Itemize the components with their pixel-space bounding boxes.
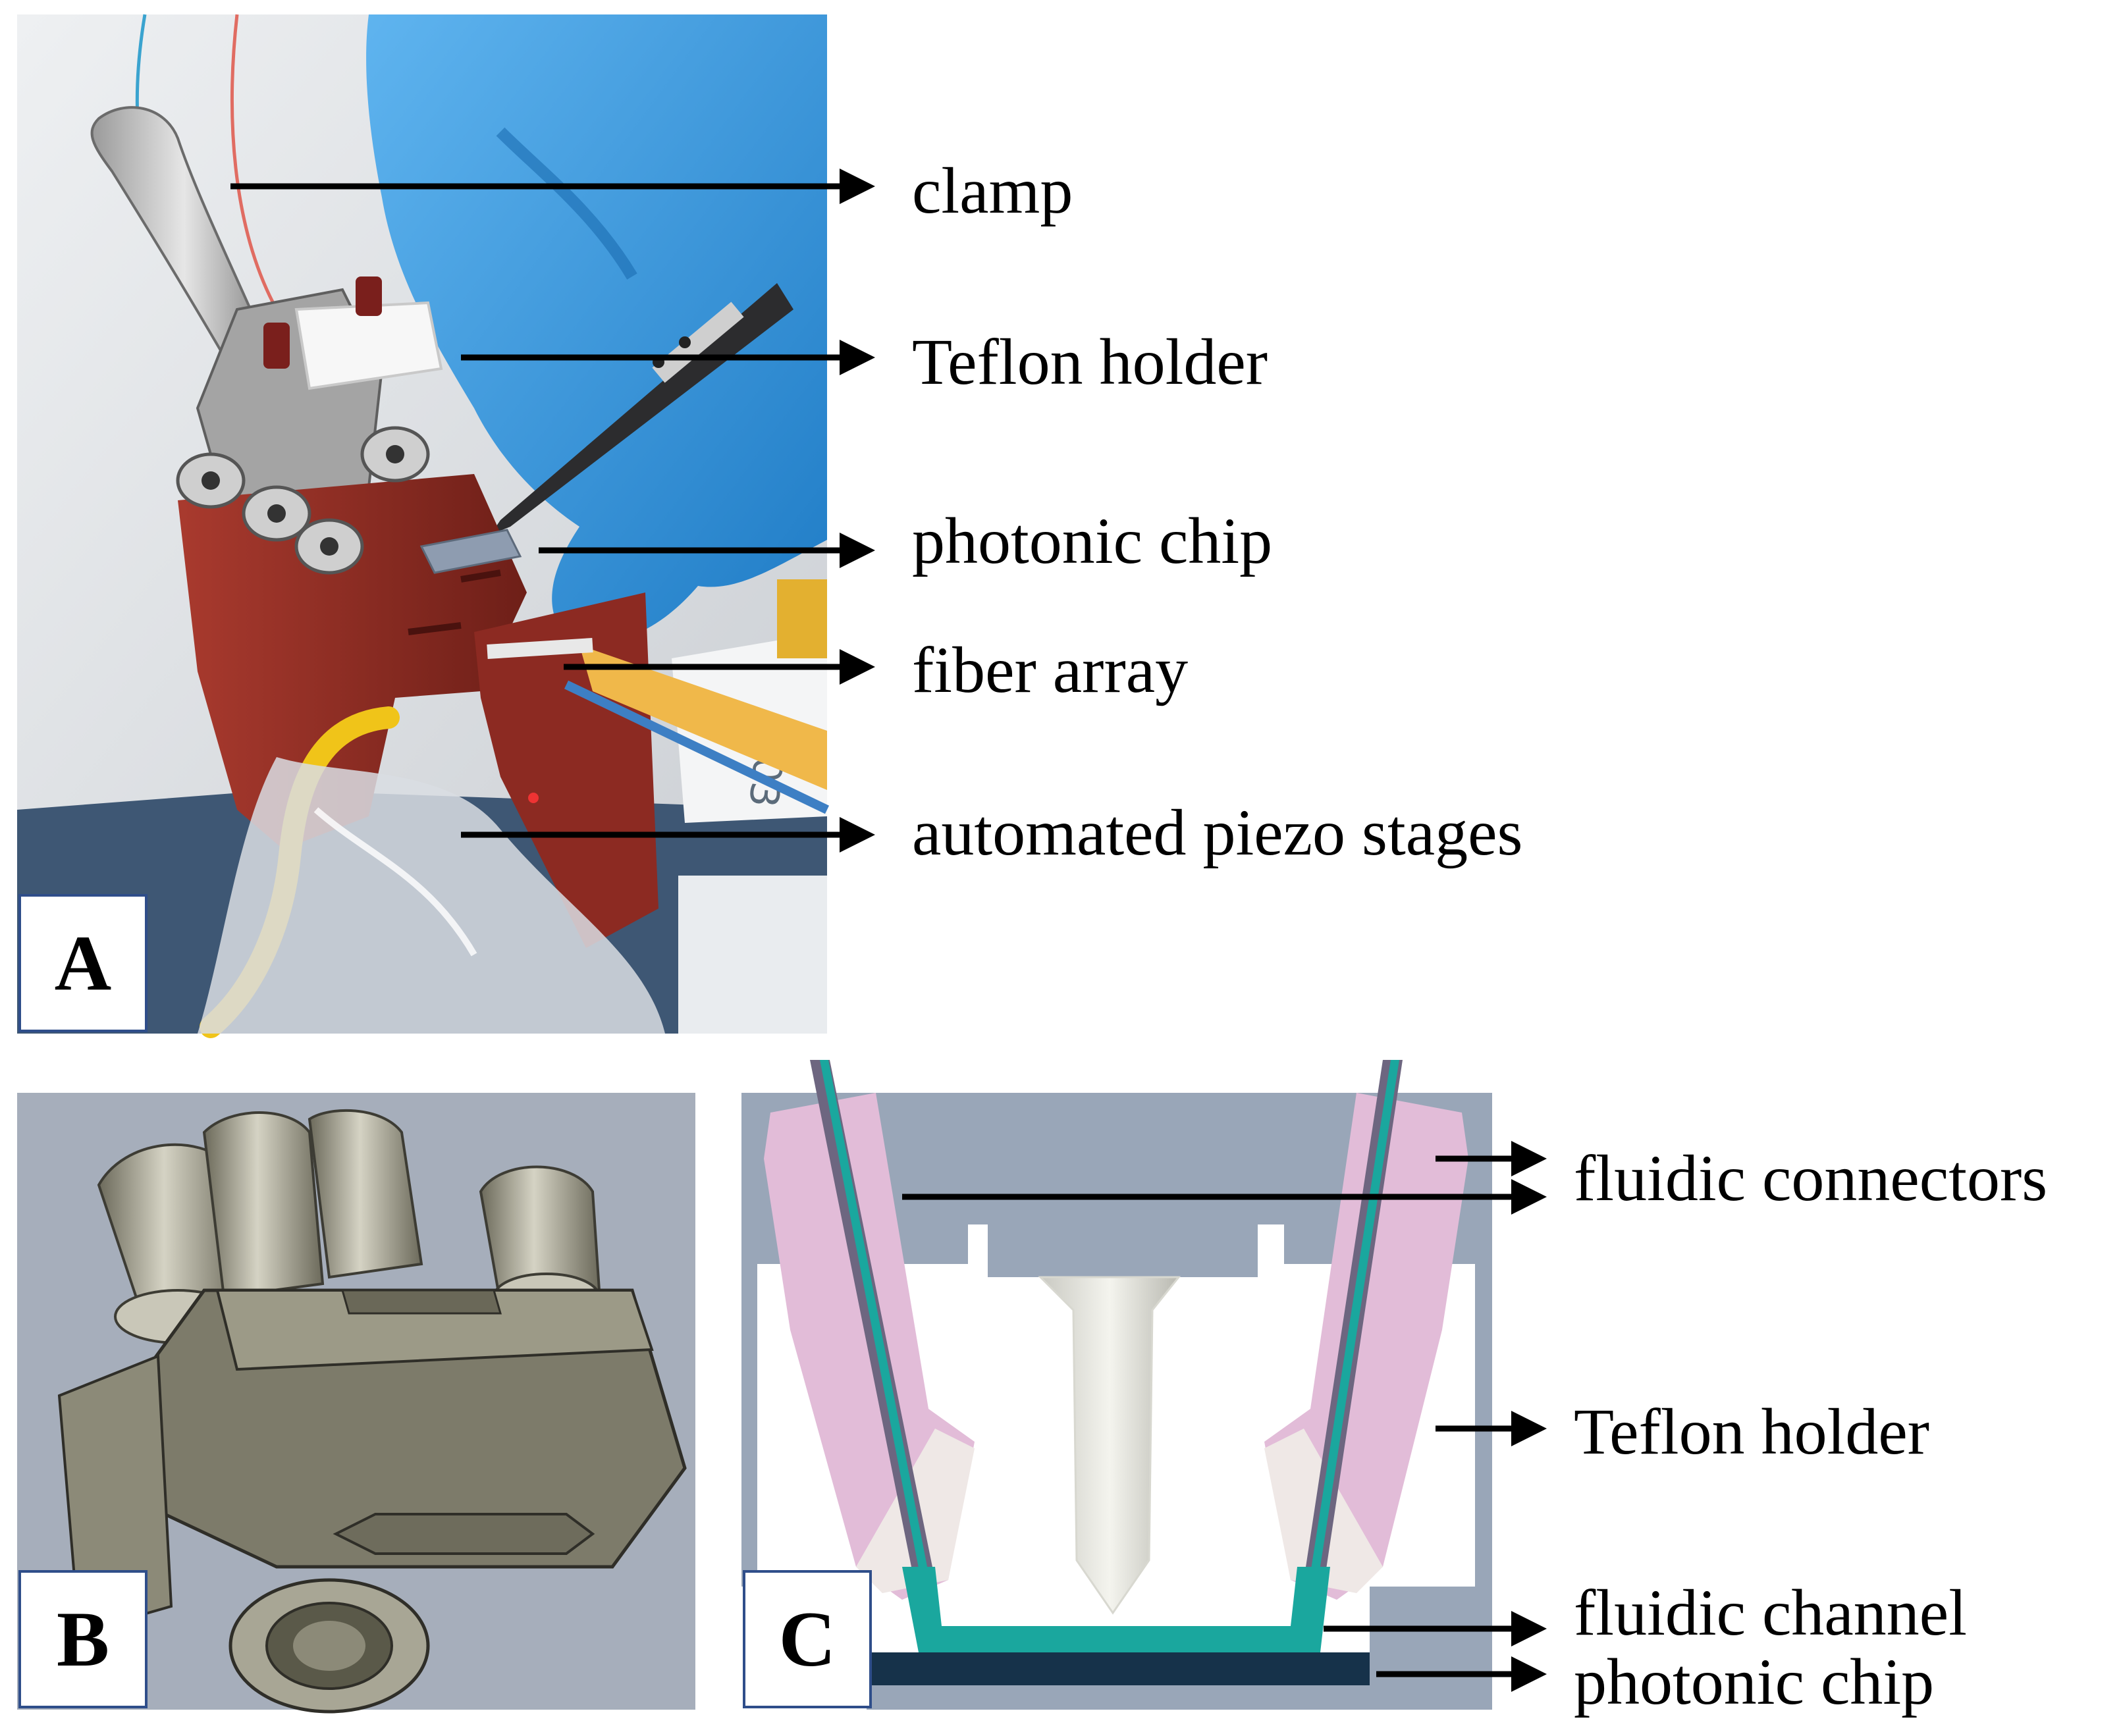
cad-bore-inner [293, 1621, 365, 1671]
glove-fold [496, 127, 637, 280]
photonic-chip-shape [869, 1652, 1370, 1685]
tweezers [491, 283, 793, 535]
tweezers-dot [679, 336, 691, 348]
label-fluidic-channel: fluidic channel [1574, 1576, 1967, 1649]
label-teflon-holder-c: Teflon holder [1574, 1395, 1930, 1468]
panel-b-cad [17, 1093, 695, 1714]
label-clamp: clamp [912, 154, 1073, 227]
fiber-array-glass [487, 638, 593, 659]
mount-slot [460, 569, 501, 583]
label-teflon-holder-a: Teflon holder [912, 325, 1268, 398]
center-screw [1038, 1276, 1181, 1615]
cad-oblong-slot [333, 1513, 595, 1555]
blue-glove [366, 14, 827, 643]
right-fluidic-connector [1264, 1060, 1468, 1600]
panel-letter-b: B [18, 1570, 148, 1708]
photonic-chip-photo [419, 529, 522, 574]
screw-heads [176, 426, 430, 575]
red-connector [356, 276, 382, 316]
bag-highlight [313, 807, 477, 957]
left-fluidic-connector [764, 1060, 975, 1600]
red-connector [263, 323, 290, 369]
fiber-ribbon [579, 645, 827, 790]
panel-letter-a: A [18, 894, 148, 1032]
label-fiber-array: fiber array [912, 633, 1189, 706]
fluidic-channel-shape [902, 1567, 1330, 1652]
fiber-ribbon-blue [564, 680, 830, 814]
teflon-white-block [294, 301, 443, 390]
cad-side-plate [57, 1354, 173, 1635]
red-led [528, 793, 539, 803]
cad-slot [341, 1289, 502, 1315]
white-block [678, 876, 827, 1034]
tweezers-highlight [652, 302, 744, 383]
panel-letter-c: C [743, 1570, 872, 1708]
label-photonic-chip-c: photonic chip [1574, 1645, 1935, 1718]
panel-c-arrows [902, 1141, 1547, 1692]
label-photonic-chip-a: photonic chip [912, 504, 1273, 577]
panel-a-arrows [230, 169, 875, 853]
mount-slot [408, 622, 462, 635]
yellow-strip [777, 579, 827, 658]
panel-a-photo: 003 [17, 14, 830, 1038]
label-piezo-stages: automated piezo stages [912, 796, 1523, 869]
red-fiber [230, 14, 279, 311]
label-fluidic-connectors: fluidic connectors [1574, 1142, 2048, 1215]
